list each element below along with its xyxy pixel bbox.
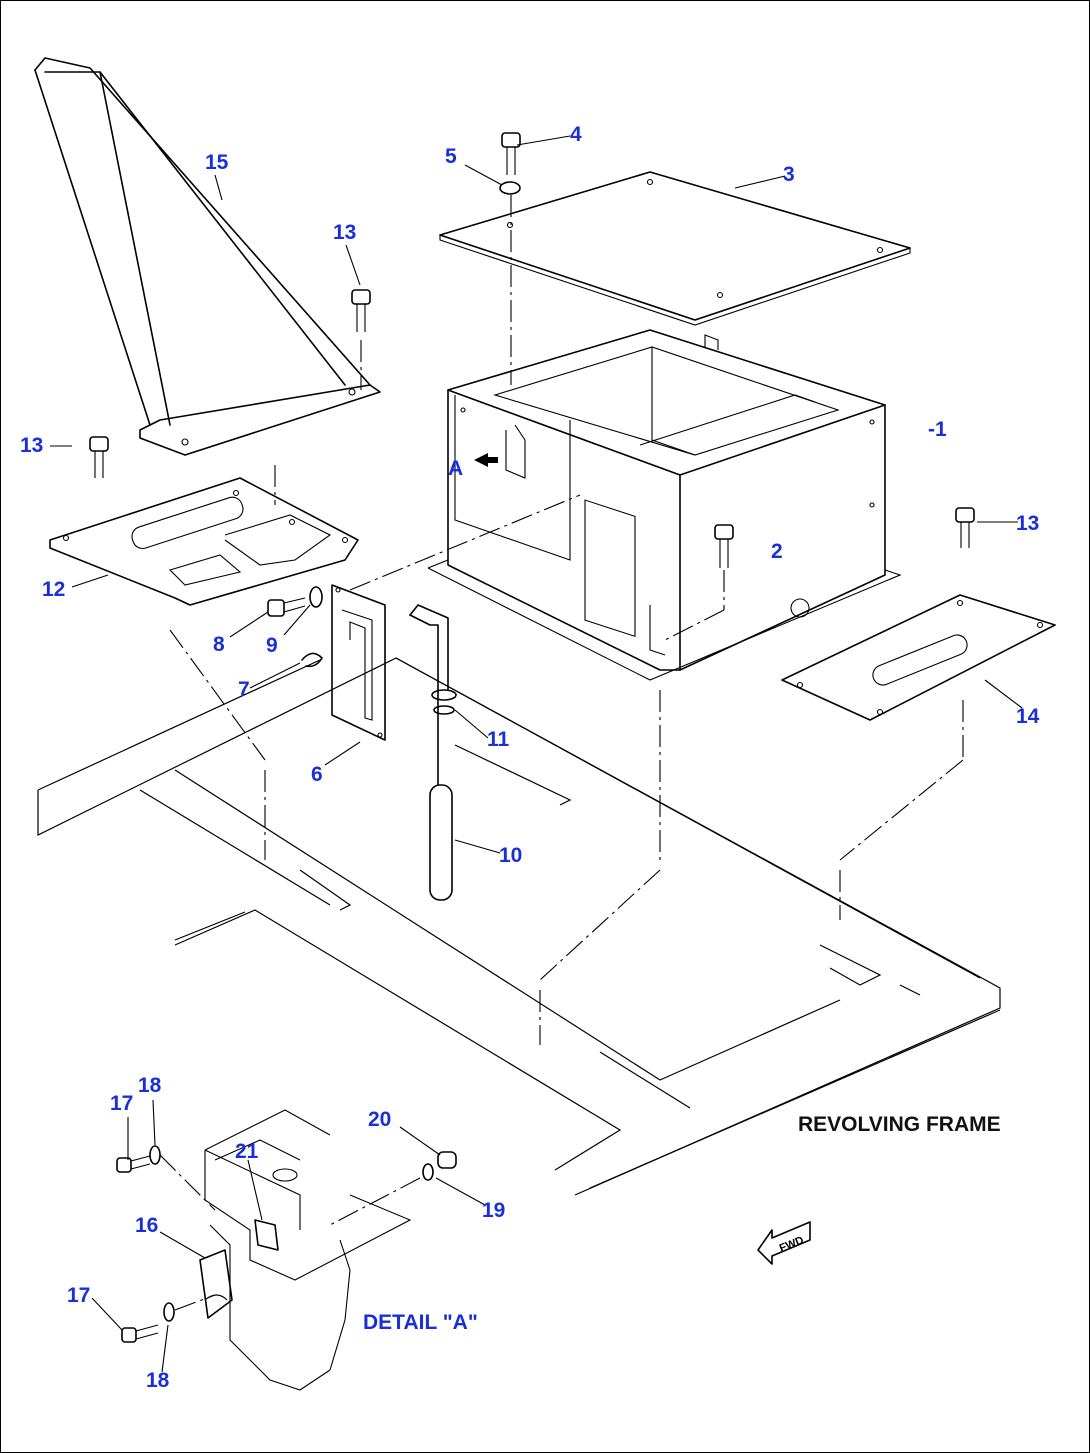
callout-6: 6 <box>311 763 323 786</box>
callout-13-right: 13 <box>1016 512 1039 535</box>
callout-13-top: 13 <box>333 221 356 244</box>
callout-11: 11 <box>487 728 510 751</box>
revolving-frame-caption: REVOLVING FRAME <box>798 1113 1001 1136</box>
callout-18-upper: 18 <box>138 1074 162 1097</box>
callout-10: 10 <box>499 844 522 867</box>
callout-17-lower: 17 <box>67 1284 90 1307</box>
detail-a-caption: DETAIL "A" <box>363 1311 478 1334</box>
callout-14: 14 <box>1016 705 1040 728</box>
part-15-post <box>34 57 381 456</box>
center-lines <box>169 195 964 1045</box>
callout-15: 15 <box>205 151 229 174</box>
callout-4: 4 <box>570 123 582 146</box>
callout-20: 20 <box>368 1108 391 1131</box>
fwd-arrow-icon: FWD <box>757 1221 811 1265</box>
revolving-frame <box>37 657 1001 1196</box>
callout-1: -1 <box>928 418 947 441</box>
callout-18-lower: 18 <box>146 1369 170 1392</box>
detail-a-view <box>116 1109 457 1391</box>
callout-numbers: -1 2 3 4 5 6 7 8 9 10 11 12 13 13 13 14 … <box>20 123 1040 1392</box>
callout-9: 9 <box>266 634 278 657</box>
part-10-lever <box>409 604 457 901</box>
view-arrow-a <box>474 453 498 467</box>
leader-lines <box>50 135 1023 1373</box>
callout-21: 21 <box>235 1140 259 1163</box>
callout-16: 16 <box>135 1214 158 1237</box>
callout-8: 8 <box>213 633 225 656</box>
callout-13-left: 13 <box>20 434 43 457</box>
part-12-cover <box>49 477 359 606</box>
fastener-bolts <box>89 132 975 668</box>
callout-17-upper: 17 <box>110 1092 133 1115</box>
part-3-plate <box>439 171 911 326</box>
part-1-box <box>427 329 902 681</box>
part-6-plate <box>331 584 386 741</box>
view-marker-a: A <box>448 457 463 480</box>
part-14-plate <box>781 594 1056 721</box>
callout-12: 12 <box>42 578 65 601</box>
callout-3: 3 <box>783 163 795 186</box>
callout-2: 2 <box>771 540 783 563</box>
callout-7: 7 <box>238 678 250 701</box>
callout-5: 5 <box>445 145 457 168</box>
fwd-label: FWD <box>778 1234 806 1255</box>
callout-19: 19 <box>482 1199 505 1222</box>
